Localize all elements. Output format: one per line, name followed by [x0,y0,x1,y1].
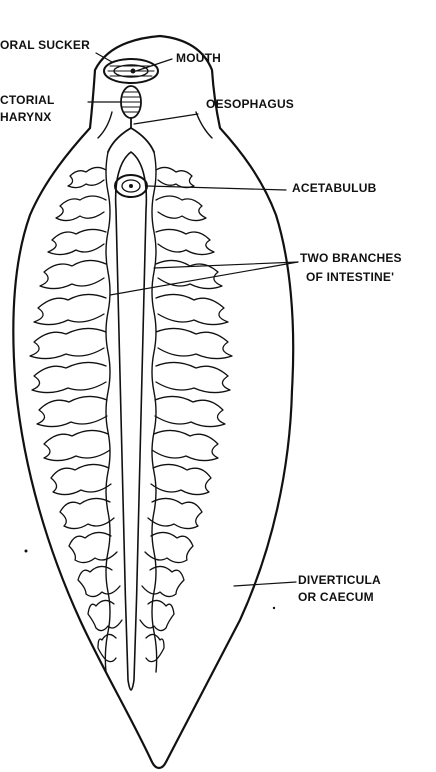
leader-oral-sucker [96,53,112,62]
leader-acetabulum [147,186,286,190]
label-oesophagus: OESOPHAGUS [206,97,294,111]
neck-inner-left [98,112,112,138]
intestine-bifurcation [108,128,154,152]
label-mouth: MOUTH [176,51,221,65]
label-suctorial-pharynx-2: HARYNX [0,110,51,124]
label-diverticula-2: OR CAECUM [298,590,374,604]
label-intestine-1: TWO BRANCHES [300,251,402,265]
label-intestine-2: OF INTESTINE' [306,270,394,284]
leader-intestine-left [110,262,298,295]
label-diverticula-1: DIVERTICULA [298,573,381,587]
scan-speck [273,607,275,609]
scan-speck [25,550,28,553]
diverticula-right [140,167,232,661]
body-outline [13,36,293,768]
mouth-opening [131,69,136,74]
label-acetabulum: ACETABULUB [292,181,377,195]
neck-inner-right [196,112,212,138]
leader-diverticula [234,582,296,586]
acetabulum [115,175,147,197]
leader-intestine-right [154,262,298,268]
diverticula-left [30,167,122,661]
leader-oesophagus [134,114,198,124]
label-oral-sucker: ORAL SUCKER [0,38,90,52]
median-field [116,152,147,690]
label-suctorial-pharynx-1: CTORIAL [0,93,55,107]
pharynx [121,86,141,118]
